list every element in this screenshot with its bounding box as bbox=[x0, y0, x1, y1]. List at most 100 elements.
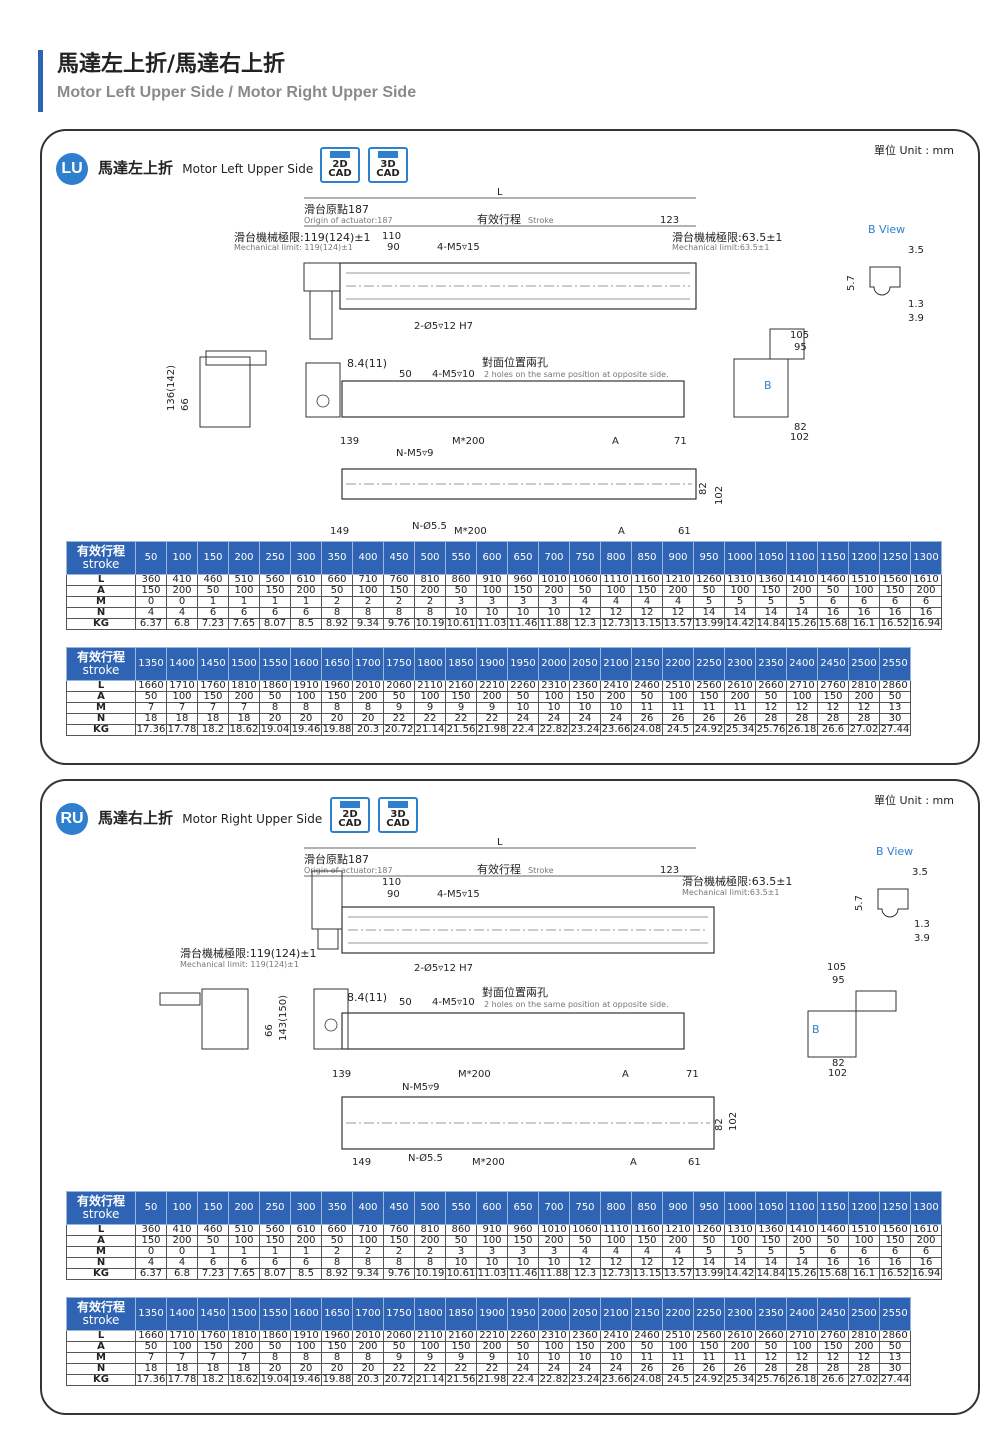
cad-2d-button[interactable]: 2D CAD bbox=[320, 147, 360, 183]
n-d55-label: N-Ø5.5 bbox=[412, 520, 447, 532]
cad-2d-button[interactable]: 2D CAD bbox=[330, 797, 370, 833]
b-view-label: B View bbox=[876, 845, 913, 858]
table-cell: 12 bbox=[817, 1352, 849, 1364]
table-cell: 13.15 bbox=[631, 1268, 663, 1280]
table-cell: 50 bbox=[321, 1235, 353, 1247]
dim-102-side: 102 bbox=[728, 1112, 739, 1131]
table-cell: 11 bbox=[724, 1352, 756, 1364]
table-cell: 200 bbox=[538, 1235, 570, 1247]
table-cell: 200 bbox=[786, 1235, 818, 1247]
stroke-cell: 300 bbox=[290, 541, 322, 575]
table-cell: 13 bbox=[879, 702, 911, 714]
table-cell: 16.52 bbox=[879, 618, 911, 630]
table-cell: 6 bbox=[197, 607, 229, 619]
stroke-header-zh: 有效行程 bbox=[76, 1194, 125, 1208]
cad-3d-button[interactable]: 3D CAD bbox=[368, 147, 408, 183]
stroke-cell: 300 bbox=[290, 1191, 322, 1225]
table-cell: 4 bbox=[631, 596, 663, 608]
table-cell: 11.03 bbox=[476, 1268, 508, 1280]
table-cell: 1110 bbox=[600, 1224, 632, 1236]
table-cell: 6 bbox=[197, 1257, 229, 1269]
stroke-cell: 2450 bbox=[817, 647, 849, 681]
table-cell: 1410 bbox=[786, 1224, 818, 1236]
page-title: 馬達左上折/馬達右上折 bbox=[57, 52, 286, 77]
dim-82: 82 bbox=[794, 422, 807, 433]
stroke-cell: 1050 bbox=[755, 541, 787, 575]
dim-5-7: 5.7 bbox=[854, 895, 865, 911]
table-cell: 28 bbox=[817, 1363, 849, 1375]
table-cell: 150 bbox=[321, 1341, 353, 1353]
table-cell: 1060 bbox=[569, 574, 601, 586]
stroke-cell: 2550 bbox=[879, 647, 911, 681]
stroke-cell: 1600 bbox=[290, 647, 322, 681]
table-cell: 6.37 bbox=[135, 618, 167, 630]
cad-3d-button[interactable]: 3D CAD bbox=[378, 797, 418, 833]
dim-110: 110 bbox=[382, 231, 401, 242]
table-cell: 13 bbox=[879, 1352, 911, 1364]
table-cell: 10 bbox=[507, 607, 539, 619]
table-cell: 2 bbox=[321, 1246, 353, 1258]
table-cell: 11 bbox=[662, 1352, 694, 1364]
table-cell: 50 bbox=[507, 1341, 539, 1353]
table-cell: 560 bbox=[259, 1224, 291, 1236]
table-cell: 21.98 bbox=[476, 1374, 508, 1386]
table-cell: 150 bbox=[879, 1235, 911, 1247]
table-cell: 22 bbox=[476, 1363, 508, 1375]
stroke-cell: 1750 bbox=[383, 647, 415, 681]
table-cell: 18.62 bbox=[228, 724, 260, 736]
table-cell: 9 bbox=[383, 702, 415, 714]
stroke-cell: 2200 bbox=[662, 647, 694, 681]
table-cell: 1460 bbox=[817, 1224, 849, 1236]
table-cell: 50 bbox=[755, 1341, 787, 1353]
table-cell: 6 bbox=[259, 1257, 291, 1269]
table-cell: 2310 bbox=[538, 680, 570, 692]
table-cell: 7.23 bbox=[197, 618, 229, 630]
table-cell: 12.73 bbox=[600, 1268, 632, 1280]
table-cell: 14 bbox=[724, 607, 756, 619]
stroke-cell: 1350 bbox=[135, 1297, 167, 1331]
table-cell: 26 bbox=[693, 1363, 725, 1375]
stroke-cell: 2100 bbox=[600, 1297, 632, 1331]
stroke-cell: 1150 bbox=[817, 1191, 849, 1225]
table-cell: 2660 bbox=[755, 1330, 787, 1342]
dim-82-side: 82 bbox=[714, 1118, 725, 1131]
row-label: A bbox=[66, 1341, 136, 1353]
panel-lu: 單位 Unit : mm LU 馬達左上折 Motor Left Upper S… bbox=[40, 129, 980, 765]
table-cell: 200 bbox=[910, 585, 942, 597]
table-cell: 200 bbox=[662, 585, 694, 597]
table-cell: 15.68 bbox=[817, 618, 849, 630]
dim-3-9: 3.9 bbox=[914, 933, 930, 944]
table-cell: 610 bbox=[290, 1224, 322, 1236]
table-cell: 10 bbox=[476, 607, 508, 619]
table-cell: 200 bbox=[352, 1341, 384, 1353]
table-cell: 4 bbox=[569, 1246, 601, 1258]
n-m5-label: N-M5▿9 bbox=[402, 1082, 439, 1093]
section-badge: LU bbox=[56, 153, 88, 185]
stroke-cell: 750 bbox=[569, 1191, 601, 1225]
table-cell: 50 bbox=[693, 1235, 725, 1247]
table-cell: 12 bbox=[662, 1257, 694, 1269]
table-cell: 20.3 bbox=[352, 724, 384, 736]
table-cell: 2760 bbox=[817, 1330, 849, 1342]
table-cell: 100 bbox=[724, 585, 756, 597]
stroke-cell: 1800 bbox=[414, 647, 446, 681]
table-cell: 2160 bbox=[445, 680, 477, 692]
dim-149: 149 bbox=[352, 1157, 371, 1168]
table-cell: 150 bbox=[197, 691, 229, 703]
stroke-cell: 100 bbox=[166, 541, 198, 575]
stroke-cell: 150 bbox=[197, 541, 229, 575]
table-cell: 14 bbox=[755, 607, 787, 619]
table-cell: 1460 bbox=[817, 574, 849, 586]
table-cell: 26 bbox=[631, 1363, 663, 1375]
table-cell: 16 bbox=[848, 1257, 880, 1269]
table-cell: 25.76 bbox=[755, 724, 787, 736]
table-cell: 28 bbox=[848, 1363, 880, 1375]
table-cell: 24 bbox=[507, 1363, 539, 1375]
table-cell: 1710 bbox=[166, 680, 198, 692]
table-cell: 150 bbox=[755, 1235, 787, 1247]
table-cell: 4 bbox=[600, 596, 632, 608]
unit-label: 單位 Unit : mm bbox=[873, 794, 954, 807]
